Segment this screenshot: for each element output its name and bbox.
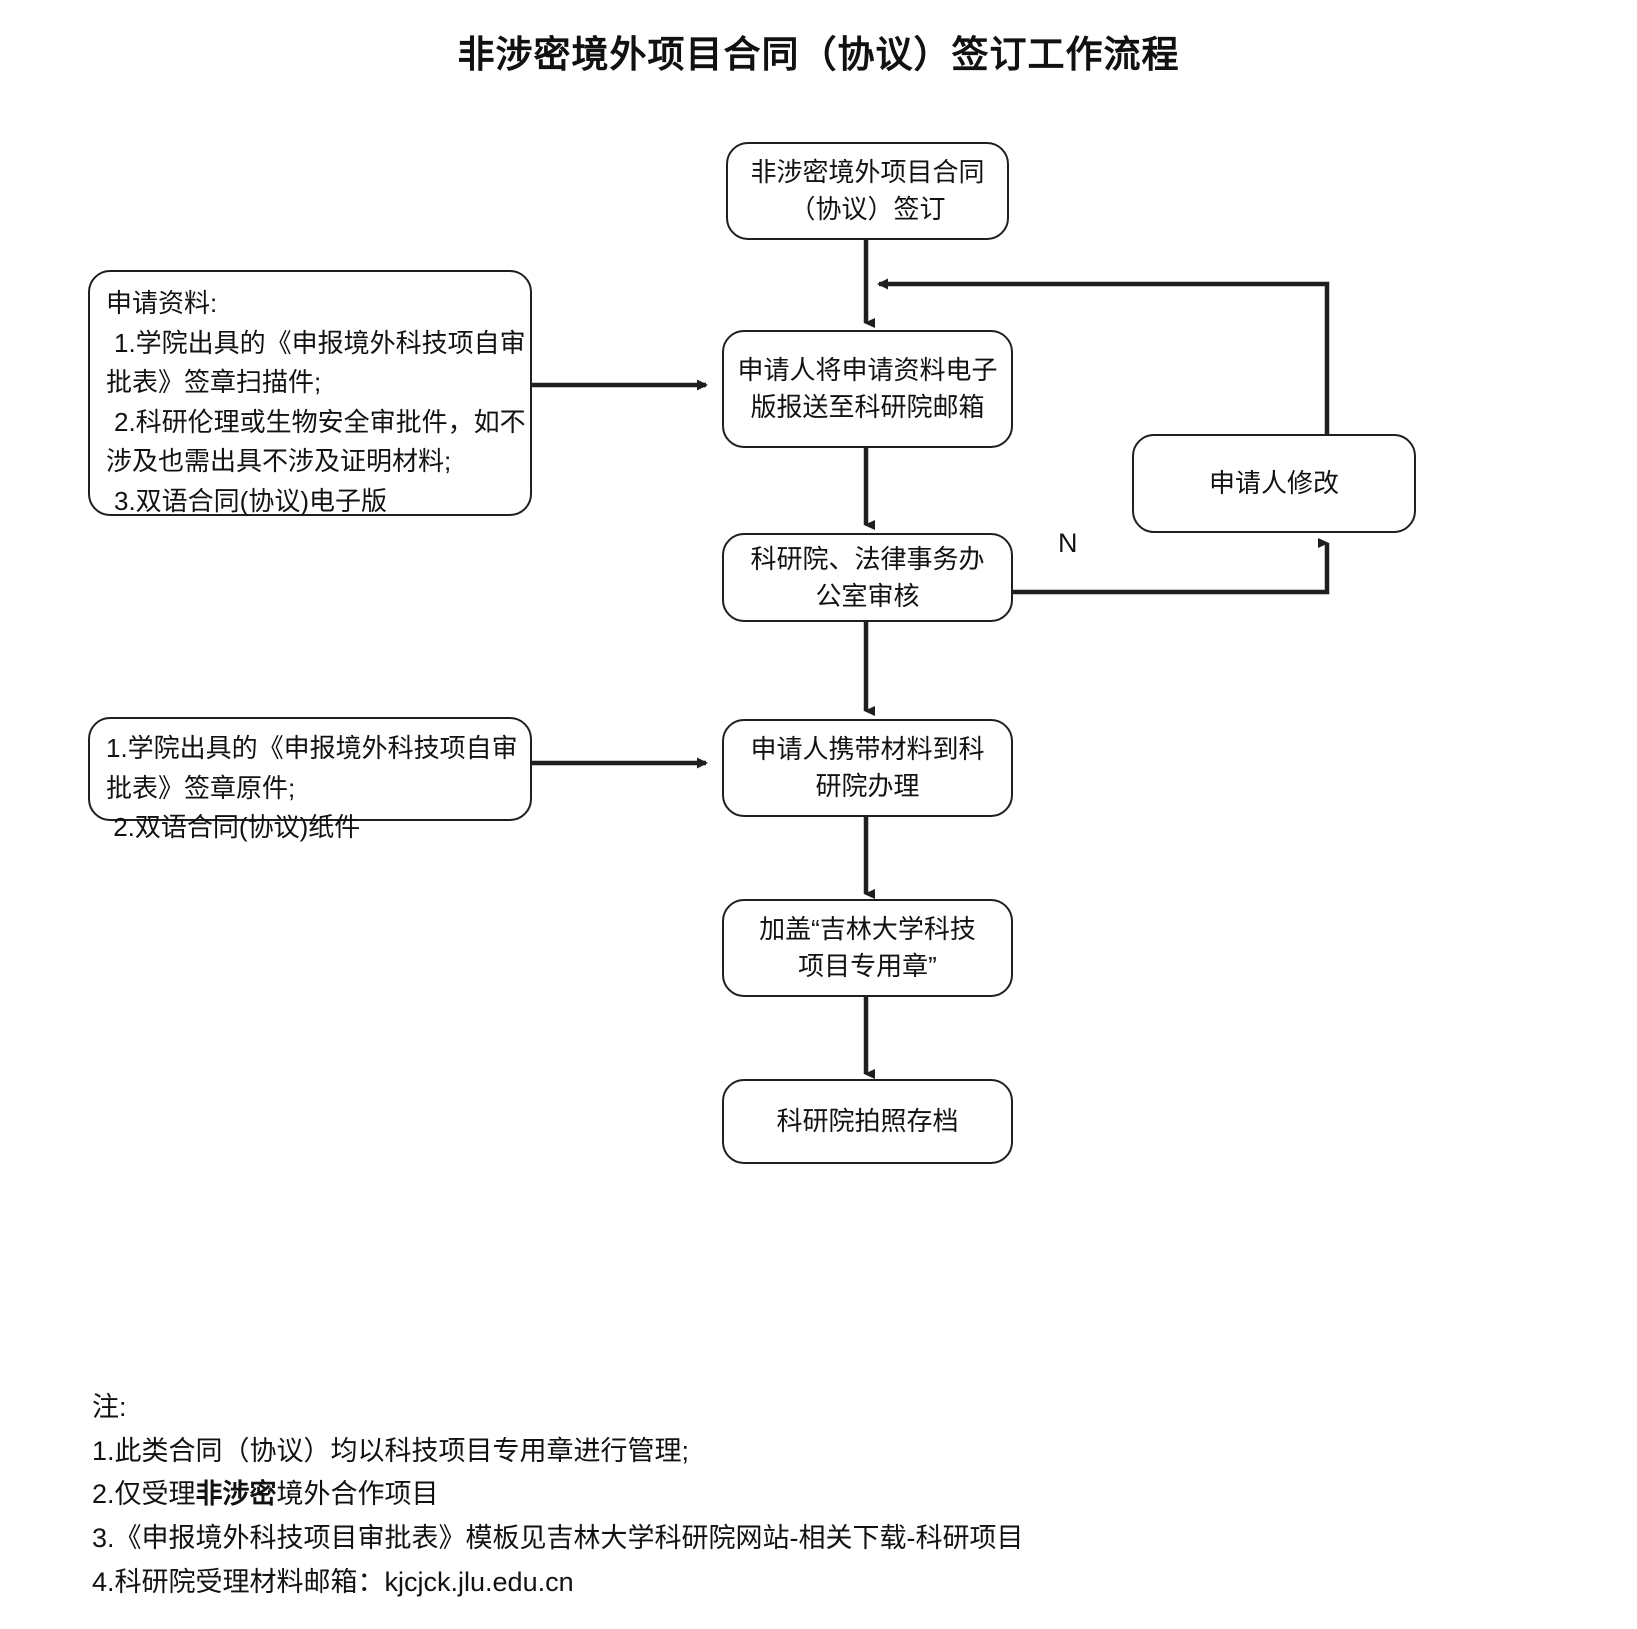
node-applicant-revise-label: 申请人修改	[1208, 468, 1339, 499]
node-deliver-materials-label: 申请人携带材料到科 研院办理	[750, 734, 985, 801]
info-electronic-item-3: 2.科研伦理或生物安全审批件，如不	[114, 406, 526, 437]
node-apply-stamp-label: 加盖“吉林大学科技 项目专用章”	[759, 914, 976, 981]
notes-block: 注: 1.此类合同（协议）均以科技项目专用章进行管理; 2.仅受理非涉密境外合作…	[92, 1386, 1024, 1605]
note-2: 2.仅受理非涉密境外合作项目	[92, 1473, 1024, 1517]
node-archive[interactable]: 科研院拍照存档	[722, 1079, 1013, 1164]
info-electronic-heading: 申请资料:	[106, 288, 218, 318]
node-applicant-revise[interactable]: 申请人修改	[1132, 434, 1416, 533]
branch-label-reject: N	[1058, 528, 1078, 558]
node-start-label: 非涉密境外项目合同 （协议）签订	[750, 157, 985, 224]
node-apply-stamp[interactable]: 加盖“吉林大学科技 项目专用章”	[722, 899, 1013, 997]
info-electronic-item-5: 3.双语合同(协议)电子版	[114, 485, 388, 516]
note-2-prefix: 2.仅受理	[92, 1479, 196, 1510]
note-3: 3.《申报境外科技项目审批表》模板见吉林大学科研院网站-相关下载-科研项目	[92, 1523, 1024, 1554]
info-electronic-item-2: 批表》签章扫描件;	[106, 367, 322, 398]
info-electronic-item-1: 1.学院出具的《申报境外科技项自审	[114, 327, 526, 358]
info-paper-item-3: 2.双语合同(协议)纸件	[106, 812, 361, 843]
info-paper-item-2: 批表》签章原件;	[106, 772, 296, 803]
info-paper-item-1: 1.学院出具的《申报境外科技项自审	[106, 733, 518, 763]
node-deliver-materials[interactable]: 申请人携带材料到科 研院办理	[722, 719, 1013, 817]
node-start[interactable]: 非涉密境外项目合同 （协议）签订	[726, 142, 1009, 240]
note-2-emphasis: 非涉密	[195, 1479, 277, 1510]
note-1: 1.此类合同（协议）均以科技项目专用章进行管理;	[92, 1435, 690, 1466]
node-review[interactable]: 科研院、法律事务办 公室审核	[722, 533, 1013, 622]
page-title: 非涉密境外项目合同（协议）签订工作流程	[457, 34, 1180, 75]
info-paper-materials: 1.学院出具的《申报境外科技项自审 批表》签章原件; 2.双语合同(协议)纸件	[88, 717, 532, 842]
note-2-suffix: 境外合作项目	[276, 1479, 439, 1510]
notes-heading: 注:	[92, 1392, 127, 1422]
node-archive-label: 科研院拍照存档	[776, 1106, 959, 1137]
node-submit-materials-label: 申请人将申请资料电子 版报送至科研院邮箱	[737, 355, 998, 422]
info-electronic-item-4: 涉及也需出具不涉及证明材料;	[106, 446, 452, 477]
info-electronic-materials: 申请资料: 1.学院出具的《申报境外科技项自审 批表》签章扫描件; 2.科研伦理…	[88, 270, 532, 516]
note-4: 4.科研院受理材料邮箱：kjcjck.jlu.edu.cn	[92, 1566, 574, 1597]
node-submit-materials[interactable]: 申请人将申请资料电子 版报送至科研院邮箱	[722, 330, 1013, 448]
node-review-label: 科研院、法律事务办 公室审核	[750, 543, 985, 611]
